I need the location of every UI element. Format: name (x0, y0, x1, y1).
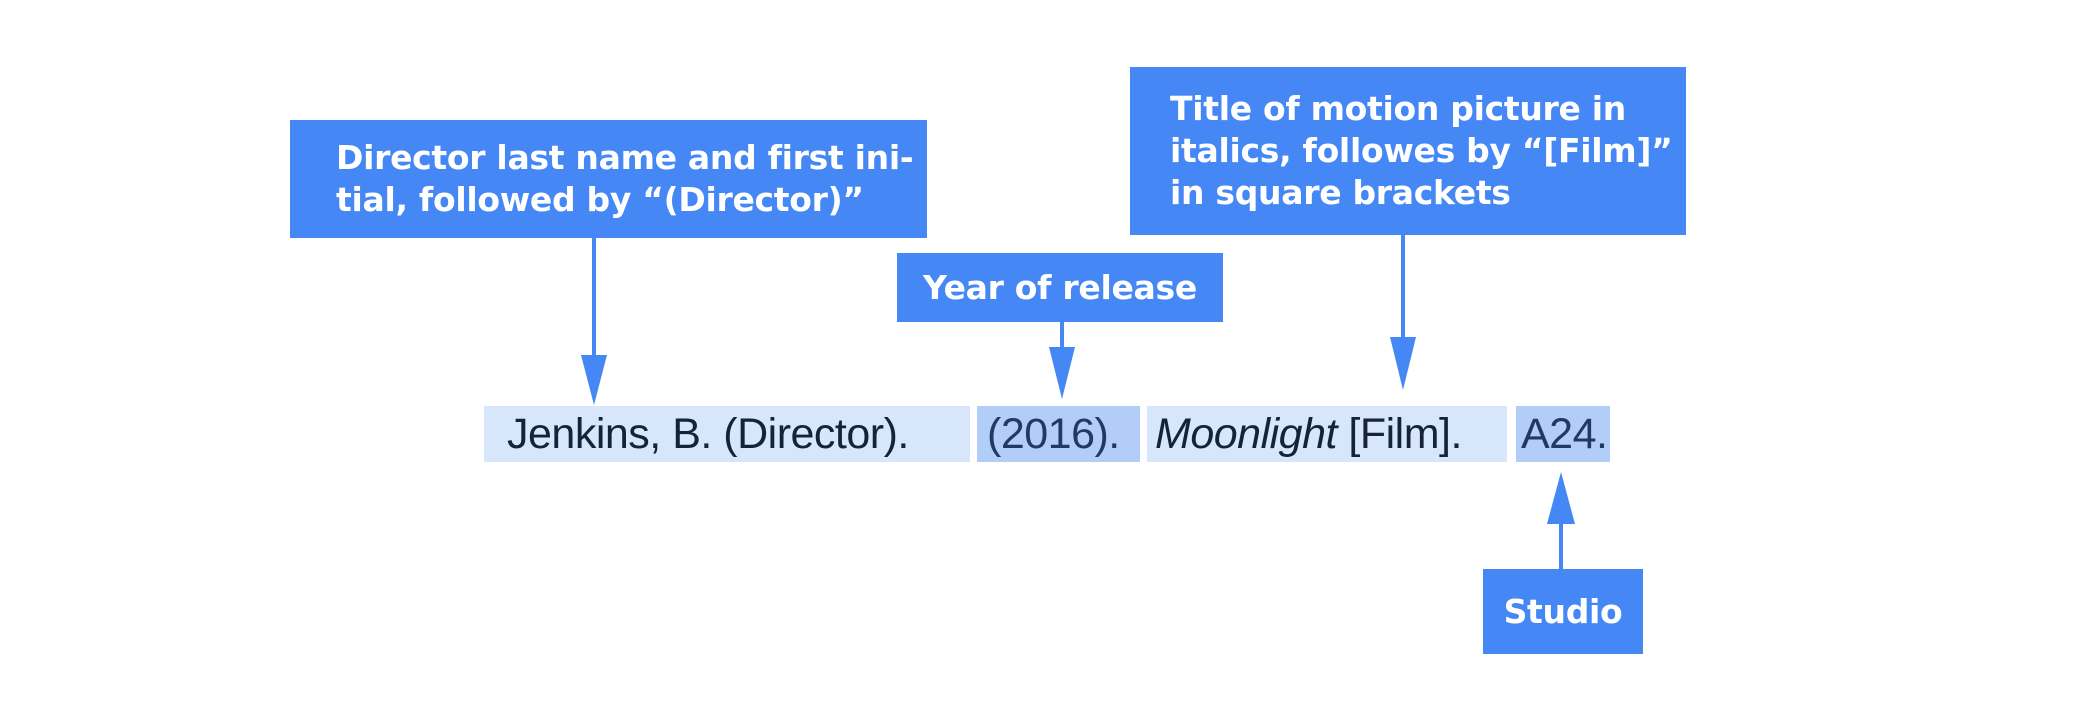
citation-title: Moonlight [Film]. (1155, 406, 1462, 462)
citation-title-suffix: [Film]. (1336, 410, 1462, 458)
citation-studio: A24. (1521, 410, 1608, 458)
callout-studio: Studio (1483, 569, 1643, 654)
year-highlight (977, 406, 1140, 462)
callout-studio-label: Studio (1503, 592, 1623, 631)
callout-title: Title of motion picture in italics, foll… (1130, 67, 1686, 235)
title-highlight (1147, 406, 1507, 462)
citation-title-italic: Moonlight (1155, 410, 1337, 458)
callout-year: Year of release (897, 253, 1223, 322)
callout-year-label: Year of release (923, 268, 1197, 307)
studio-highlight (1516, 406, 1610, 462)
director-highlight (484, 406, 970, 462)
citation-year: (2016). (987, 410, 1120, 458)
callout-title-label: Title of motion picture in italics, foll… (1170, 89, 1673, 212)
citation-director: Jenkins, B. (Director). (507, 410, 909, 458)
arrow-year (1049, 322, 1075, 399)
callout-director: Director last name and first ini- tial, … (290, 120, 927, 238)
arrow-studio (1547, 472, 1575, 569)
callout-director-label: Director last name and first ini- tial, … (336, 138, 914, 219)
arrow-title (1390, 235, 1416, 390)
arrow-director (581, 238, 607, 405)
